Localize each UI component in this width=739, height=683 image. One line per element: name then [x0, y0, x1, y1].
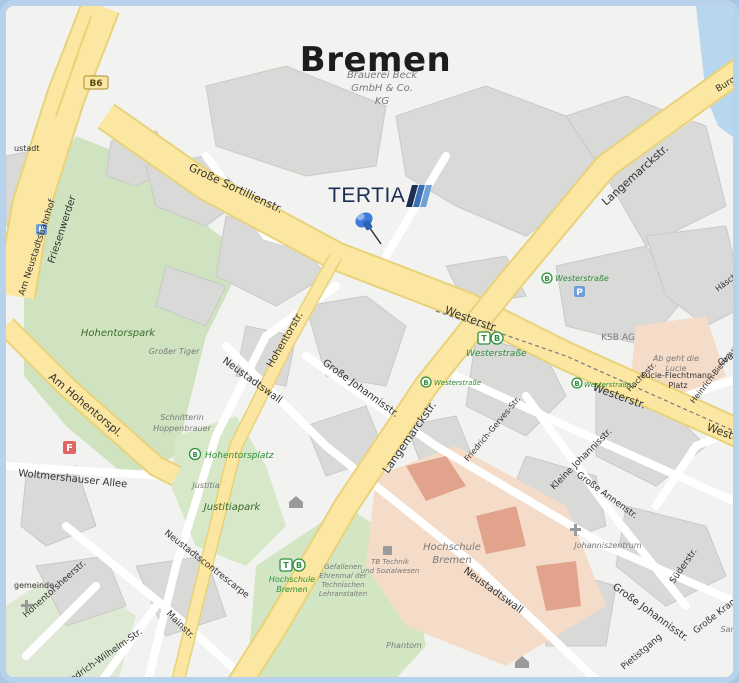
stop-label: Bremen	[276, 585, 307, 594]
tertia-logo-text: TERTIA	[328, 184, 406, 207]
memorial-icon	[383, 546, 392, 555]
poi-label: Schnitterin	[160, 413, 204, 422]
poi-label: Johanniszentrum	[572, 541, 641, 550]
poi-label: Lehranstalten	[319, 590, 367, 598]
river-weser	[696, 6, 733, 138]
b6-road-badge: B6	[83, 75, 109, 90]
street-label: gemeinde	[14, 581, 54, 590]
stop-label: Hohentorsplatz	[205, 451, 274, 461]
poi-label: Technischen	[321, 581, 364, 589]
parking-icon: P	[574, 286, 585, 298]
poi-label: Justitiapark	[202, 502, 262, 513]
poi-label: Platz	[668, 381, 687, 390]
poi-label: Sankt	[721, 625, 739, 634]
tram-stop-icon[interactable]: T B	[279, 558, 306, 572]
svg-text:B: B	[423, 379, 428, 387]
map-canvas[interactable]: B6 P P F Große Sortillienstr. Langemarck…	[6, 6, 739, 683]
shelter-icon	[289, 496, 303, 508]
poi-label: Bremen	[432, 555, 471, 566]
svg-text:P: P	[576, 288, 583, 298]
poi-label: Phantom	[386, 641, 422, 650]
stop-label: Hochschule	[269, 575, 315, 584]
poi-label: Hoppenbrauer	[153, 424, 211, 433]
svg-text:B: B	[192, 451, 197, 459]
poi-label: Ab geht die	[652, 354, 699, 363]
location-pin-icon[interactable]	[351, 208, 387, 248]
poi-label: Lucie-Flechtmann-	[641, 371, 715, 380]
tertia-logo: TERTIA	[328, 183, 433, 209]
svg-text:B: B	[494, 334, 500, 343]
bus-stop-icon[interactable]: B	[420, 376, 432, 388]
poi-label: Justitia	[190, 481, 219, 490]
poi-label: Hohentorspark	[81, 328, 156, 339]
poi-label: KG	[375, 96, 390, 107]
svg-text:T: T	[283, 561, 289, 570]
poi-label: Lucie	[665, 364, 686, 373]
svg-text:B: B	[574, 380, 579, 388]
svg-text:B6: B6	[89, 79, 102, 89]
bus-stop-icon[interactable]: B	[541, 272, 553, 284]
stop-label: Westerstraße	[434, 379, 481, 387]
svg-text:B: B	[544, 275, 549, 283]
church-icon	[21, 600, 32, 612]
svg-text:F: F	[66, 443, 73, 454]
shelter-icon	[515, 656, 529, 668]
stop-label: Westerstraße	[584, 381, 631, 389]
bus-stop-icon[interactable]: B	[188, 447, 202, 461]
street-label: ustadt	[14, 144, 40, 153]
poi-label: Ehrenmal der	[319, 572, 368, 580]
hochschule-buildings	[406, 456, 581, 611]
poi-label: TB Technik	[371, 558, 410, 566]
tram-stop-icon[interactable]: T B	[477, 331, 504, 345]
fire-station-icon: F	[63, 441, 76, 454]
bus-stop-icon[interactable]: B	[571, 377, 583, 389]
poi-label: Großer Tiger	[149, 347, 200, 356]
stop-label: Westerstraße	[466, 349, 527, 359]
church-icon	[570, 524, 581, 536]
poi-label: und Sozialwesen	[361, 567, 420, 575]
stop-label: Westerstraße	[555, 274, 609, 283]
svg-text:T: T	[481, 334, 487, 343]
poi-label: Hochschule	[423, 542, 481, 553]
parking-icon: P	[36, 224, 47, 236]
tertia-logo-mark-icon	[406, 185, 433, 207]
tram-line	[435, 310, 733, 432]
svg-text:P: P	[38, 226, 45, 236]
svg-text:B: B	[296, 561, 302, 570]
poi-label: GmbH & Co.	[351, 83, 413, 94]
poi-label: Brauerei Beck	[347, 70, 418, 81]
poi-label: Gefallenen	[324, 563, 362, 571]
map-title: Bremen	[299, 40, 452, 80]
poi-label: KSB AG	[601, 333, 635, 343]
